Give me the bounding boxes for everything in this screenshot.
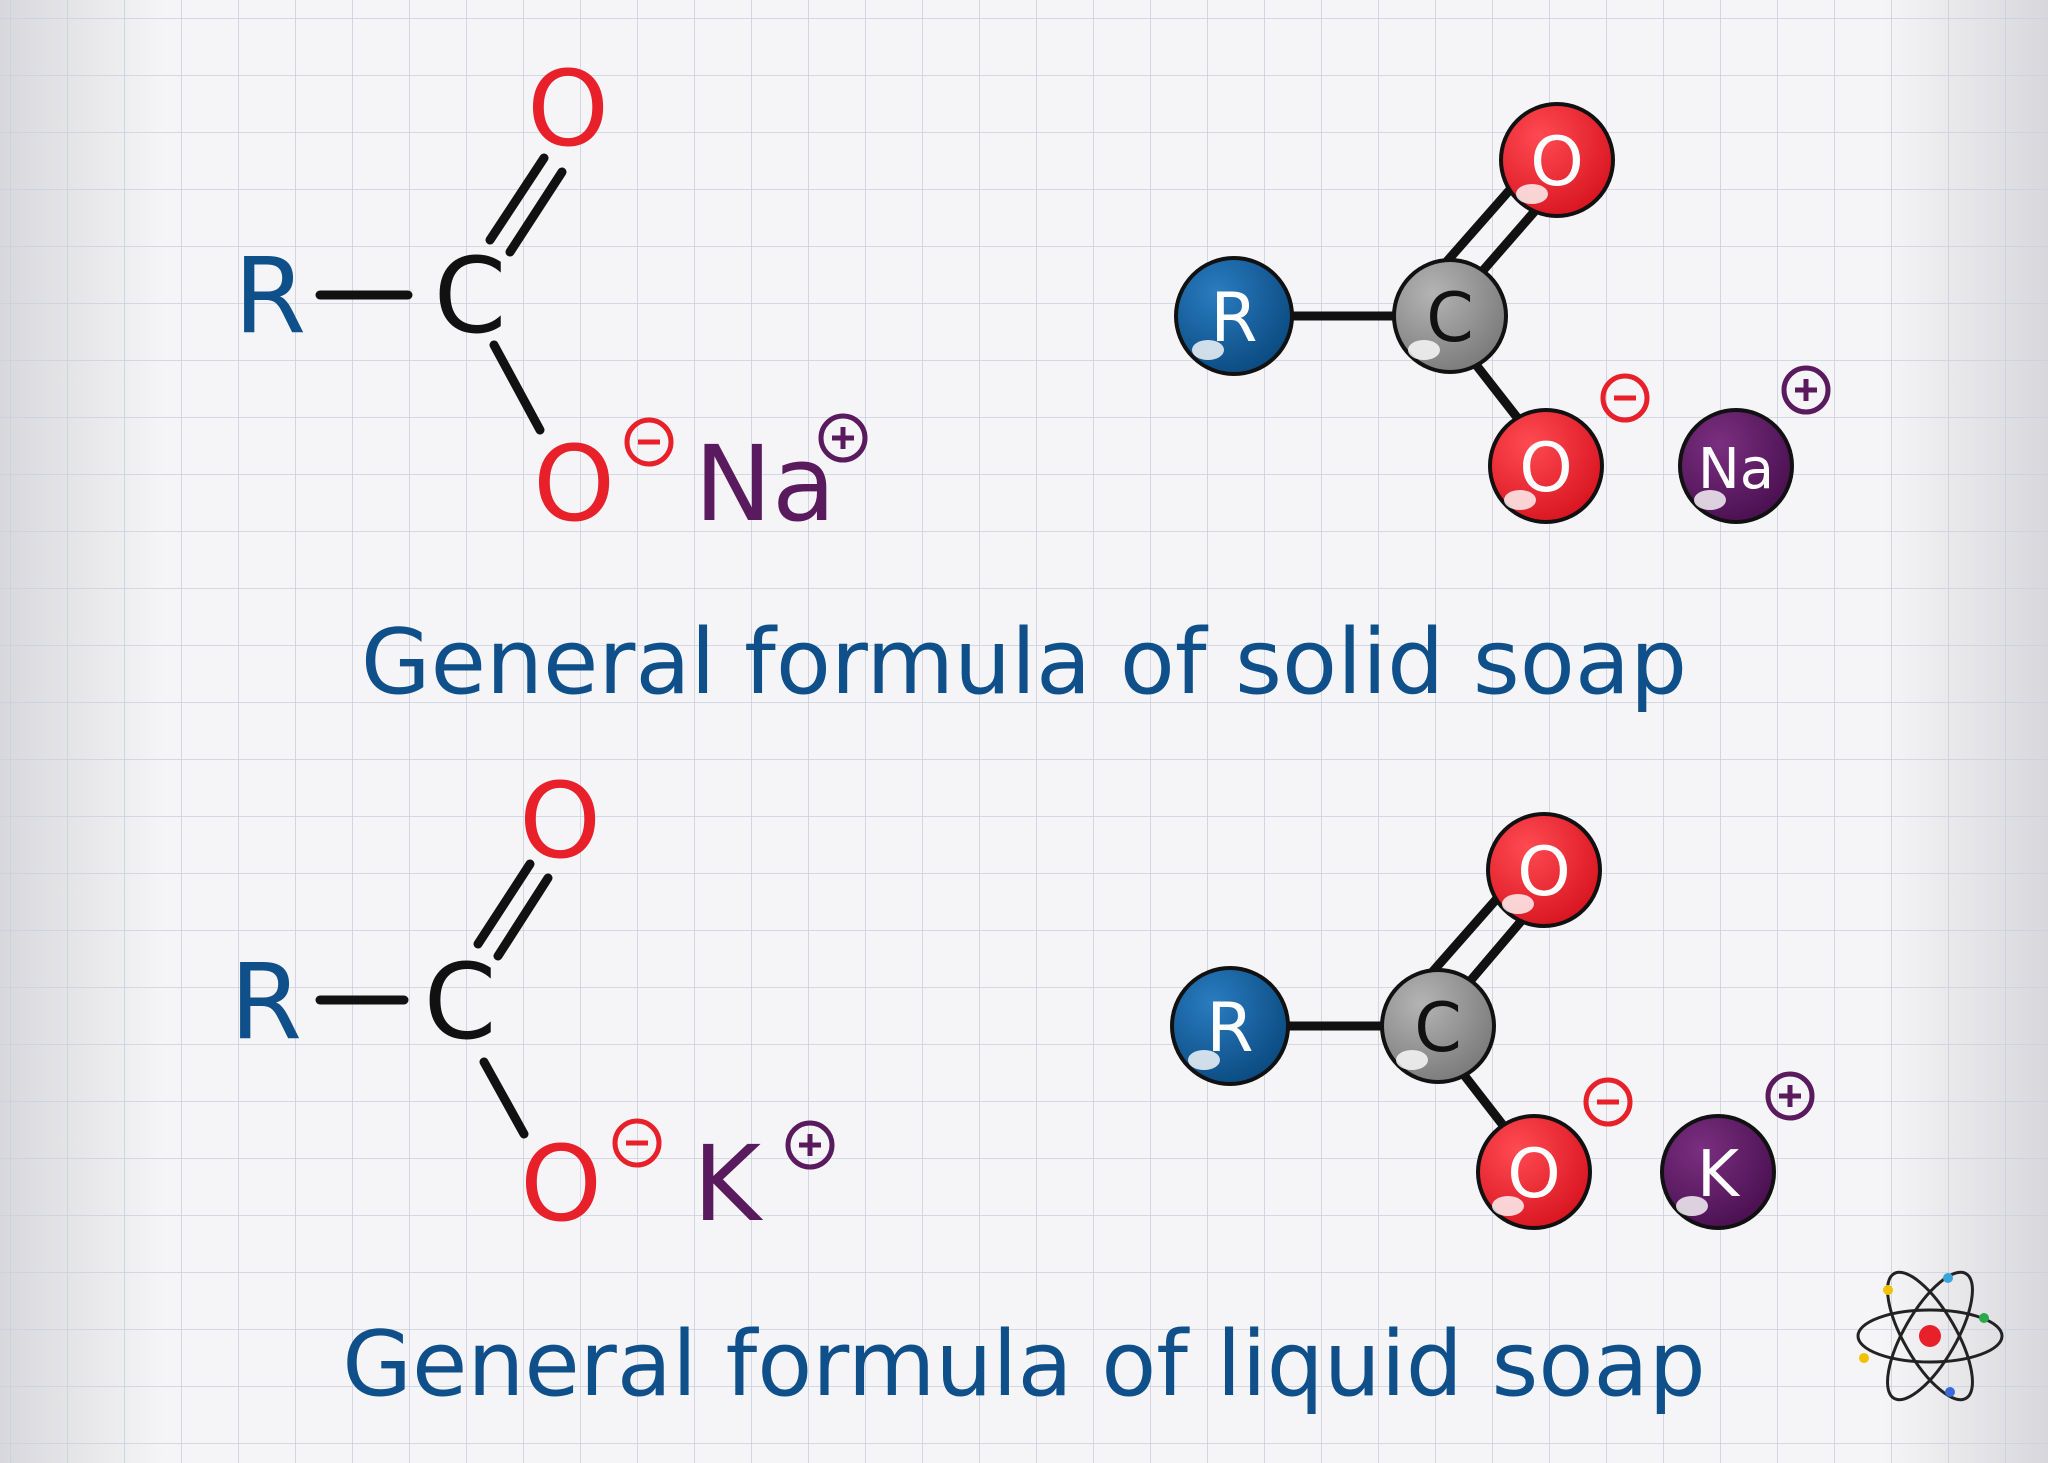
ball-o-single-label: O — [1507, 1135, 1561, 1214]
ball-cation-label: Na — [1698, 437, 1774, 502]
ball-r-label: R — [1206, 989, 1253, 1068]
cation-label: K — [693, 1123, 764, 1245]
double-bond-line-2 — [493, 873, 553, 961]
plus-charge-icon — [785, 1120, 835, 1170]
minus-charge-icon — [612, 1118, 662, 1168]
ball-c-label: C — [1426, 279, 1473, 358]
liquid-soap-caption: General formula of liquid soap — [342, 1312, 1706, 1417]
atom-icon — [1856, 1270, 2004, 1402]
ball-highlight-icon — [1396, 1050, 1428, 1070]
ball-plus-charge-icon — [1765, 1071, 1815, 1121]
r-group-label: R — [230, 941, 302, 1063]
cation-label: Na — [694, 423, 836, 545]
double-bond-line-1 — [485, 153, 549, 245]
ball-highlight-icon — [1408, 340, 1440, 360]
orbit-ring-1 — [1856, 1308, 2004, 1364]
liquid-ball-model: R C O O K — [1170, 812, 1815, 1230]
ball-minus-charge-icon — [1583, 1077, 1633, 1127]
single-bond-c-o — [479, 1057, 529, 1139]
minus-charge-icon — [624, 417, 674, 467]
carbon-label: C — [434, 235, 507, 357]
orbit-ring-2 — [1886, 1270, 1974, 1402]
electron-icon — [1979, 1313, 1989, 1323]
oxygen-double-label: O — [527, 48, 609, 170]
solid-soap-caption: General formula of solid soap — [360, 610, 1688, 715]
carbon-label: C — [424, 941, 497, 1063]
plus-charge-icon — [818, 413, 868, 463]
nucleus-icon — [1919, 1325, 1941, 1347]
solid-ball-model: R C O O Na — [1174, 102, 1831, 524]
ball-highlight-icon — [1188, 1050, 1220, 1070]
single-bond-c-o — [489, 340, 545, 435]
ball-plus-charge-icon — [1781, 365, 1831, 415]
oxygen-single-label: O — [520, 1123, 602, 1245]
electron-icon — [1943, 1273, 1953, 1283]
electron-icon — [1945, 1387, 1955, 1397]
ball-o-double-label: O — [1530, 123, 1584, 202]
electron-icon — [1883, 1285, 1893, 1295]
ball-cation-label: K — [1697, 1138, 1741, 1212]
ball-highlight-icon — [1694, 490, 1726, 510]
double-bond-line-2 — [505, 167, 567, 257]
ball-highlight-icon — [1504, 490, 1536, 510]
electron-icon — [1859, 1353, 1869, 1363]
solid-skeletal-formula: R C O O Na — [234, 48, 868, 545]
ball-minus-charge-icon — [1600, 373, 1650, 423]
ball-highlight-icon — [1516, 184, 1548, 204]
liquid-skeletal-formula: R C O O K — [230, 760, 835, 1245]
r-group-label: R — [234, 235, 306, 357]
orbit-ring-3 — [1886, 1270, 1974, 1402]
oxygen-double-label: O — [519, 760, 601, 882]
ball-o-double-label: O — [1517, 833, 1571, 912]
oxygen-single-label: O — [533, 423, 615, 545]
double-bond-line-1 — [473, 859, 535, 949]
ball-o-single-label: O — [1519, 429, 1573, 508]
ball-highlight-icon — [1492, 1196, 1524, 1216]
ball-highlight-icon — [1192, 340, 1224, 360]
ball-highlight-icon — [1502, 894, 1534, 914]
ball-r-label: R — [1210, 279, 1257, 358]
ball-c-label: C — [1414, 989, 1461, 1068]
ball-highlight-icon — [1676, 1196, 1708, 1216]
